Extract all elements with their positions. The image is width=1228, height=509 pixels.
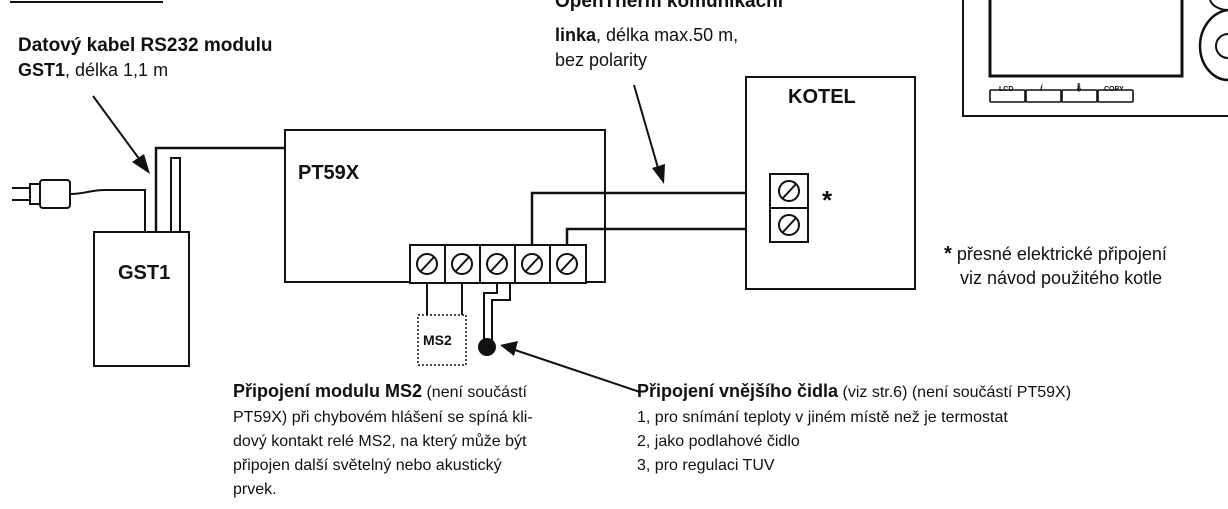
opentherm-label-line1: OpenTherm komunikační <box>555 0 784 12</box>
sensor-caption-item-3: 3, pro regulaci TUV <box>637 457 775 474</box>
terminal-screws <box>416 253 578 275</box>
ms2-label: MS2 <box>423 332 452 348</box>
note-line2: viz návod použitého kotle <box>960 268 1163 288</box>
device-button-info: i <box>1040 83 1043 93</box>
kotel-asterisk: * <box>822 185 833 215</box>
gst1-label: GST1 <box>118 262 171 284</box>
power-plug-icon <box>12 179 146 236</box>
sensor-arrow <box>500 341 641 393</box>
sensor-caption-line1: Připojení vnějšího čidla (viz str.6) (ne… <box>637 381 1071 403</box>
cable-label-title: Datový kabel RS232 modulu <box>18 35 273 56</box>
device-button-copy: COPY <box>1104 86 1124 93</box>
pt59x-label: PT59X <box>298 162 360 184</box>
opentherm-arrow <box>633 84 665 184</box>
sensor-leads <box>483 283 511 343</box>
device-button-row <box>989 89 1134 103</box>
gst1-box <box>93 231 190 367</box>
ms2-caption-line1: Připojení modulu MS2 (není součástí <box>233 381 527 403</box>
sensor-caption-bold: Připojení vnějšího čidla <box>637 381 839 401</box>
opentherm-wire-1 <box>530 191 770 245</box>
sensor-caption-item-2: 2, jako podlahové čidlo <box>637 433 800 450</box>
opentherm-label-rest: , délka max.50 m, <box>596 25 739 45</box>
external-sensor-icon <box>478 338 496 356</box>
opentherm-label-line3: bez polarity <box>555 50 648 70</box>
rs232-cable <box>154 146 285 232</box>
device-button-temp: 🌡 <box>1074 83 1085 92</box>
ms2-caption-line2: PT59X) při chybovém hlášení se spíná kli… <box>233 409 533 426</box>
sensor-caption-rest: (viz str.6) (není součástí PT59X) <box>838 384 1072 401</box>
thermostat-device <box>962 0 1228 117</box>
ms2-caption-rest: (není součástí <box>422 384 527 401</box>
cable-arrow <box>92 95 150 174</box>
cable-label-rest: , délka 1,1 m <box>65 60 169 80</box>
note-star: * <box>944 243 952 265</box>
opentherm-label-bold: linka <box>555 25 597 45</box>
antenna-icon <box>170 157 181 233</box>
sensor-caption-item-1: 1, pro snímání teploty v jiném místě než… <box>637 409 1008 426</box>
device-button-lcd: LCD <box>999 86 1014 93</box>
note-line1: * přesné elektrické připojení <box>944 244 1167 265</box>
ms2-caption-line3: dový kontakt relé MS2, na který může být <box>233 433 527 450</box>
ms2-caption-bold: Připojení modulu MS2 <box>233 381 423 401</box>
kotel-label: KOTEL <box>788 86 856 108</box>
ms2-box <box>417 314 467 366</box>
opentherm-label-line2: linka, délka max.50 m, <box>555 25 738 46</box>
ms2-caption-line5: prvek. <box>233 481 277 498</box>
ms2-leads <box>426 283 463 315</box>
opentherm-wire-2 <box>565 227 770 245</box>
ms2-caption-line4: připojen další světelný nebo akustický <box>233 457 502 474</box>
cable-label-bold: GST1 <box>18 60 66 80</box>
note-text-1: přesné elektrické připojení <box>956 244 1167 264</box>
kotel-terminals <box>769 173 809 243</box>
cable-label-line2: GST1, délka 1,1 m <box>18 60 168 81</box>
